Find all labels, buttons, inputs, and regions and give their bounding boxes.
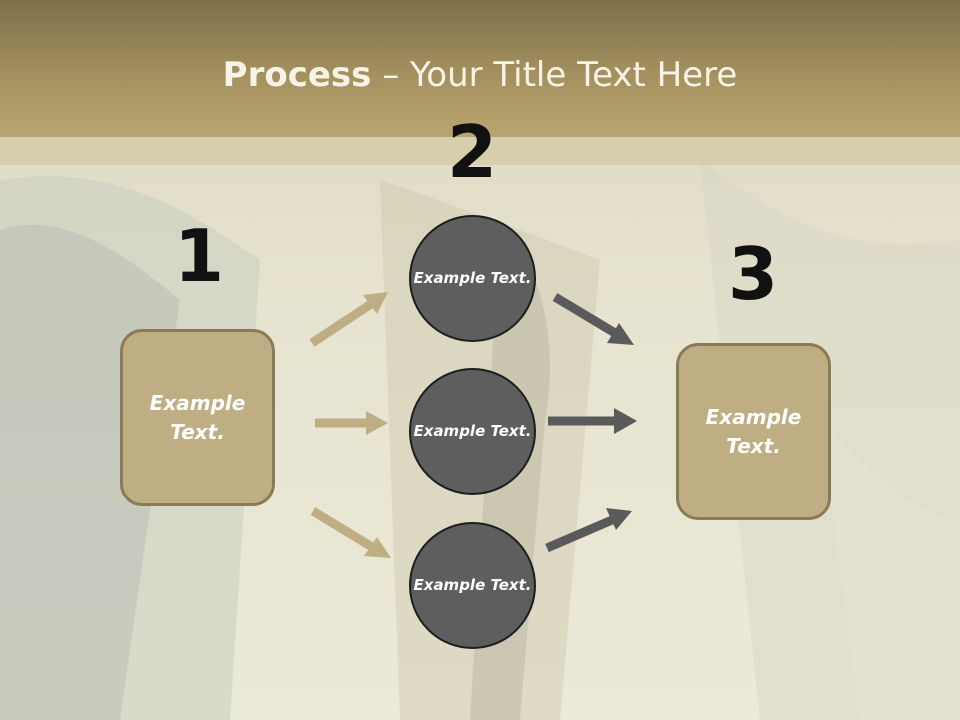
- step-2-circle-top-text: Example Text.: [413, 269, 532, 287]
- step-2-circle-middle-text: Example Text.: [413, 422, 532, 440]
- title-rest: Your Title Text Here: [410, 55, 738, 95]
- title-bold-part: Process: [222, 55, 372, 95]
- arrow-from-circle-top: [552, 293, 634, 345]
- arrow-to-circle-middle: [315, 411, 388, 435]
- step-2-circle-bottom-text: Example Text.: [413, 576, 532, 594]
- step-1-box-text: Example Text.: [149, 390, 246, 444]
- step-1-box: Example Text.: [120, 329, 275, 506]
- arrow-from-circle-bottom: [545, 508, 632, 553]
- slide-title: Process – Your Title Text Here: [0, 50, 960, 100]
- arrow-from-circle-middle: [548, 408, 637, 434]
- arrow-to-circle-bottom: [310, 507, 391, 558]
- step-2-circle-middle: Example Text.: [409, 368, 536, 495]
- title-band: [0, 0, 960, 137]
- title-underband: [0, 137, 960, 165]
- arrow-to-circle-top: [309, 292, 388, 347]
- step-2-circle-top: Example Text.: [409, 215, 536, 342]
- step-1-number: 1: [173, 214, 225, 298]
- step-2-circle-bottom: Example Text.: [409, 522, 536, 649]
- title-separator: –: [371, 55, 411, 95]
- step-3-box: Example Text.: [676, 343, 831, 520]
- step-2-number: 2: [446, 110, 498, 194]
- step-3-box-text: Example Text.: [705, 404, 802, 458]
- step-3-number: 3: [727, 232, 779, 316]
